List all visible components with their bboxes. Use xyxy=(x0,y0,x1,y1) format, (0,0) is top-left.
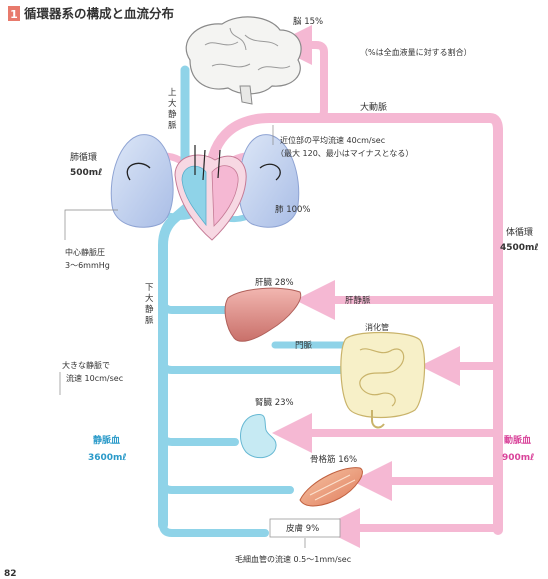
capillary-velocity-label: 毛細血管の流速 0.5～1mm/sec xyxy=(235,554,351,564)
systemic-volume: 4500mℓ xyxy=(500,243,539,253)
aorta-velocity-label: 近位部の平均流速 40cm/sec xyxy=(280,135,385,145)
arterial-blood-volume: 900mℓ xyxy=(502,453,534,463)
venous-blood-label: 静脈血 xyxy=(93,434,120,446)
right-lung-icon xyxy=(238,134,300,228)
aorta-label: 大動脈 xyxy=(360,101,387,113)
svg-text:上: 上 xyxy=(168,88,177,98)
svg-text:下: 下 xyxy=(145,283,154,293)
aorta-velocity-range: （最大 120、最小はマイナスとなる） xyxy=(276,148,413,158)
superior-vena-cava-label: 上 大 静 脈 xyxy=(168,88,177,131)
inferior-vena-cava-label: 下 大 静 脈 xyxy=(145,283,154,326)
intestine-icon xyxy=(340,331,426,429)
central-venous-pressure-label: 中心静脈圧 xyxy=(65,247,105,257)
page-number: 82 xyxy=(4,569,17,579)
skin-box xyxy=(269,518,341,538)
svg-text:大: 大 xyxy=(145,293,154,304)
organ-label-lung: 肺 100% xyxy=(275,205,311,215)
kidney-icon xyxy=(240,413,277,459)
liver-icon xyxy=(224,287,302,342)
central-venous-pressure-value: 3～6mmHg xyxy=(65,261,110,270)
large-vein-velocity-value: 流速 10cm/sec xyxy=(66,373,123,383)
organ-label-liver: 肝臓 28% xyxy=(255,277,294,288)
organ-label-kidney: 腎臓 23% xyxy=(255,397,294,408)
heart-icon xyxy=(174,145,247,241)
section-badge xyxy=(8,6,20,21)
svg-text:静: 静 xyxy=(168,109,177,120)
systemic-circulation-label: 体循環 xyxy=(506,226,533,238)
organ-label-brain: 脳 15% xyxy=(293,16,323,27)
arterial-blood-label: 動脈血 xyxy=(504,434,531,446)
pulmonary-volume: 500mℓ xyxy=(70,168,102,178)
venous-blood-volume: 3600mℓ xyxy=(88,453,127,463)
pulmonary-flow-arrow-left xyxy=(126,162,151,181)
pulmonary-flow-arrow-right xyxy=(259,163,281,181)
hepatic-vein-label: 肝静脈 xyxy=(345,295,371,306)
percentage-note: （%は全血液量に対する割合） xyxy=(360,47,472,57)
brain-icon xyxy=(185,16,302,105)
organ-label-muscle: 骨格筋 16% xyxy=(310,454,357,465)
diagram-title: 循環器系の構成と血流分布 xyxy=(24,6,175,21)
svg-text:静: 静 xyxy=(145,304,154,315)
organ-label-gut: 消化管 xyxy=(365,322,389,332)
section-number: 1 xyxy=(10,8,18,21)
organ-label-skin: 皮膚 9% xyxy=(286,523,319,534)
venous-vessels xyxy=(137,65,349,537)
large-vein-velocity-label: 大きな静脈で xyxy=(62,360,110,370)
pulmonary-circulation-label: 肺循環 xyxy=(70,151,97,163)
portal-vein-label: 門脈 xyxy=(295,340,313,351)
muscle-icon xyxy=(299,467,363,507)
svg-text:脈: 脈 xyxy=(168,120,177,131)
svg-text:脈: 脈 xyxy=(145,315,154,326)
svg-text:大: 大 xyxy=(168,98,177,109)
left-lung-icon xyxy=(110,134,174,228)
